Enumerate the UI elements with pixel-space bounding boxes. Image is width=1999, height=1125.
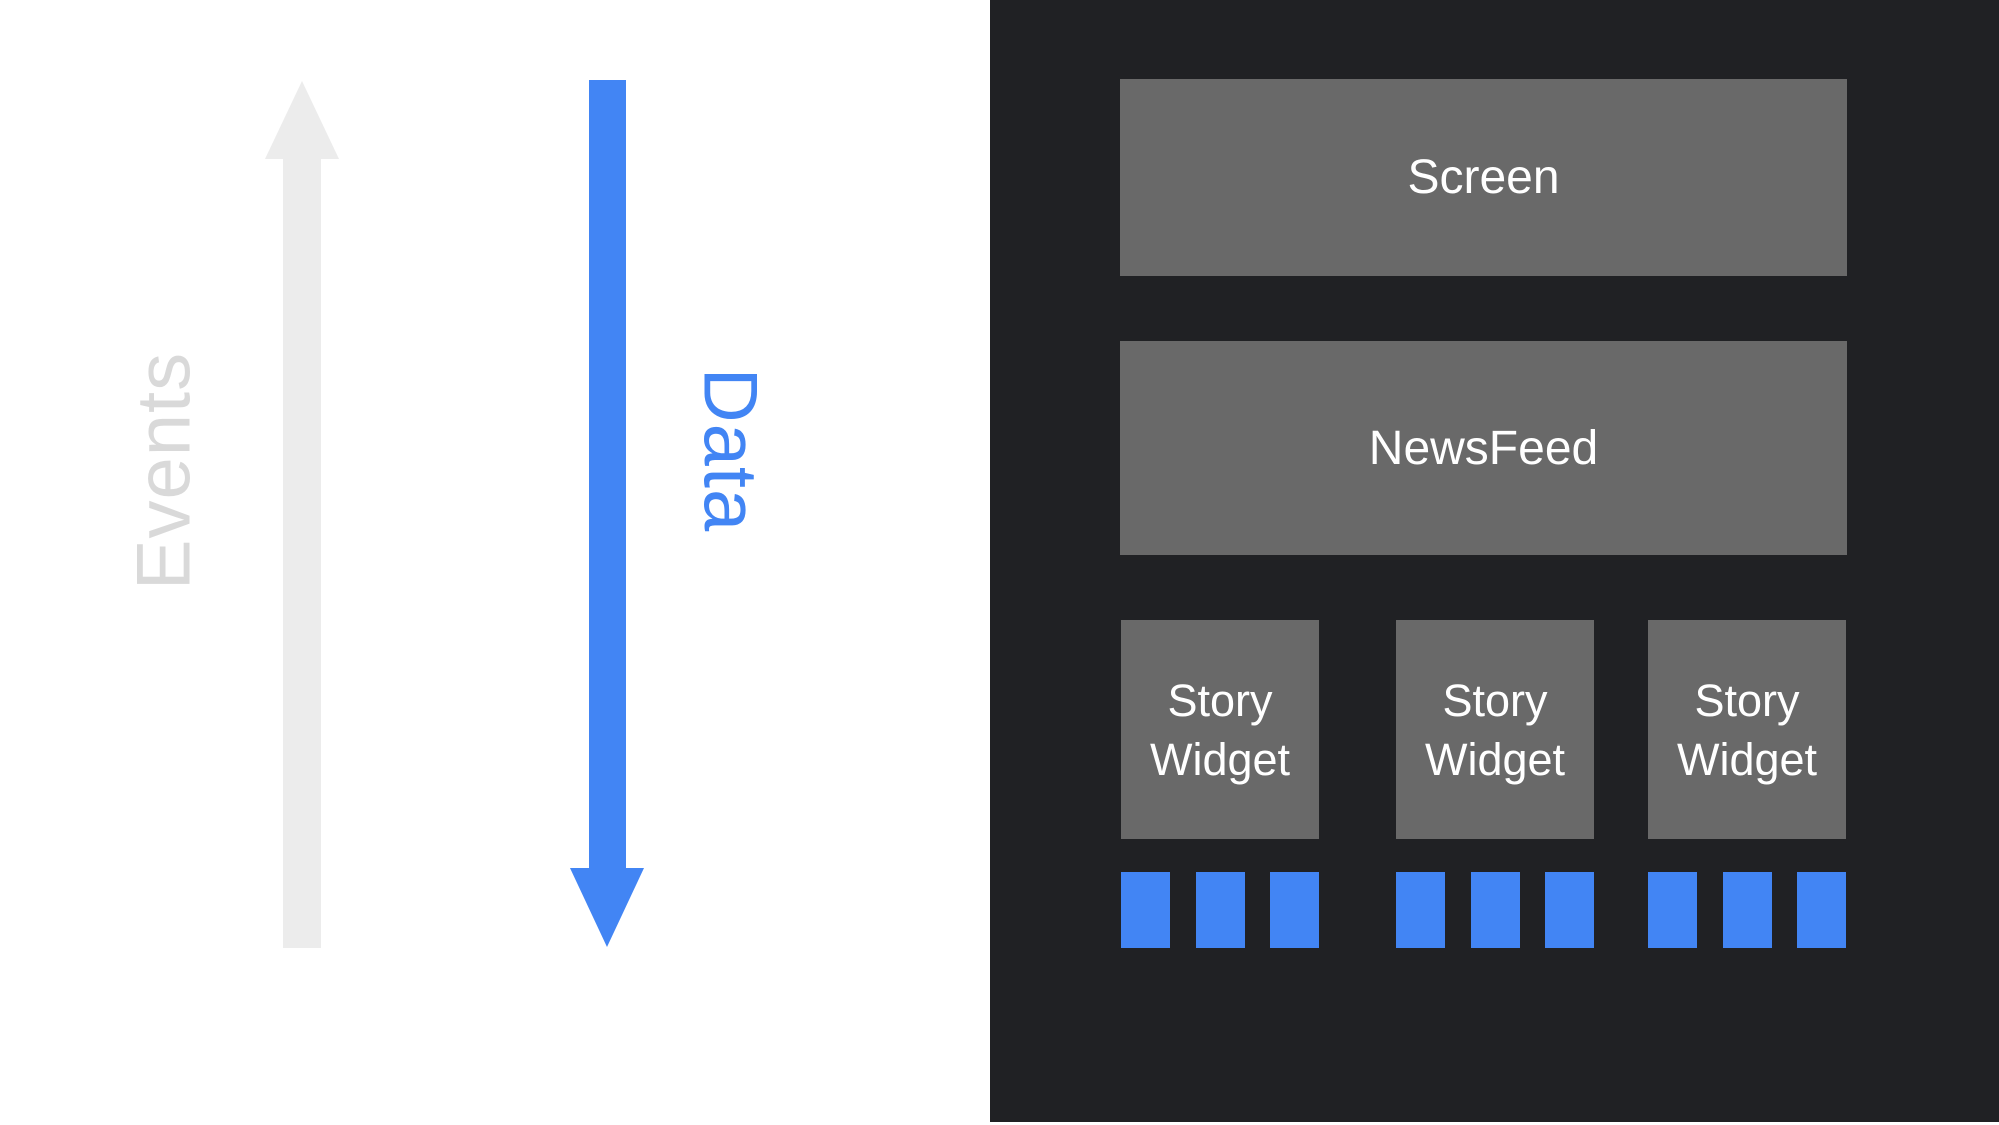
story-widget-label-line2: Widget bbox=[1424, 733, 1566, 785]
story-widget-label-line1: Story bbox=[1694, 674, 1800, 726]
data-block bbox=[1270, 872, 1319, 948]
story-data-blocks bbox=[1396, 872, 1594, 948]
data-label: Data bbox=[687, 367, 773, 533]
story-data-blocks bbox=[1648, 872, 1846, 948]
data-block bbox=[1195, 872, 1245, 948]
story-widget-box: Story Widget bbox=[1648, 620, 1846, 839]
story-widget-label-line2: Widget bbox=[1676, 733, 1818, 785]
events-label: Events bbox=[121, 351, 207, 591]
story-widget-box: Story Widget bbox=[1396, 620, 1594, 839]
story-widget-box: Story Widget bbox=[1121, 620, 1319, 839]
data-block bbox=[1648, 872, 1697, 948]
data-block bbox=[1470, 872, 1520, 948]
data-arrow-shaft bbox=[589, 80, 626, 869]
data-block bbox=[1396, 872, 1445, 948]
data-block bbox=[1797, 872, 1846, 948]
screen-box-label: Screen bbox=[1407, 151, 1560, 204]
events-arrow-head-icon bbox=[265, 81, 339, 159]
screen-box: Screen bbox=[1120, 79, 1847, 276]
data-block bbox=[1121, 872, 1170, 948]
story-widget-label-line1: Story bbox=[1167, 674, 1273, 726]
story-data-blocks bbox=[1121, 872, 1319, 948]
data-arrow-head-icon bbox=[570, 868, 644, 947]
story-widget-label-line2: Widget bbox=[1149, 733, 1291, 785]
newsfeed-box: NewsFeed bbox=[1120, 341, 1847, 555]
events-arrow-shaft bbox=[283, 158, 321, 948]
story-widget-label-line1: Story bbox=[1442, 674, 1548, 726]
newsfeed-box-label: NewsFeed bbox=[1368, 421, 1599, 475]
data-block bbox=[1722, 872, 1772, 948]
data-block bbox=[1545, 872, 1594, 948]
